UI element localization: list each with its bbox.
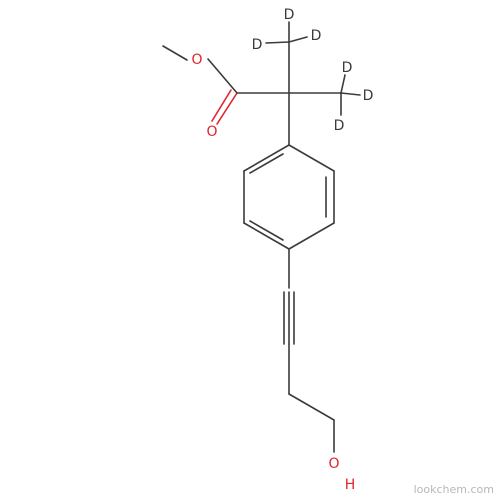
bond-carbonyl-double-a	[216, 92, 238, 125]
bond-cd3-upper-d-left	[265, 41, 290, 44]
atom-labels: O O D D D D D D O H	[191, 7, 373, 493]
atom-o-carbonyl: O	[206, 124, 217, 140]
bond-ring-1	[288, 144, 335, 172]
bond-cd3-right-d-top	[340, 74, 346, 94]
bond-ring-4	[243, 222, 290, 250]
bond-ch2-ch2	[288, 393, 335, 421]
atom-o-ether: O	[191, 52, 202, 68]
bond-o-carbonyl-carbon	[207, 58, 238, 94]
bond-methyl-o	[162, 45, 188, 61]
bond-ring-3	[288, 222, 335, 250]
atom-d-6: D	[334, 118, 345, 134]
atom-d-1: D	[284, 7, 295, 23]
bond-cd3-right-d-right	[340, 92, 361, 96]
bond-ring-inner-3	[249, 153, 284, 174]
atom-d-2: D	[252, 37, 263, 53]
atom-d-4: D	[342, 60, 353, 76]
watermark: lookchem.com	[413, 483, 494, 496]
atom-d-5: D	[363, 88, 374, 104]
atom-d-3: D	[311, 28, 322, 44]
bond-ring-6	[243, 144, 290, 172]
bond-cd3-upper-d-right	[288, 36, 308, 43]
atom-o-hydroxyl: O	[328, 456, 339, 472]
bonds	[162, 21, 361, 453]
bond-ring-inner-2	[249, 220, 284, 241]
atom-h-hydroxyl: H	[345, 477, 356, 493]
bond-carbonyl-double-b	[211, 89, 232, 122]
